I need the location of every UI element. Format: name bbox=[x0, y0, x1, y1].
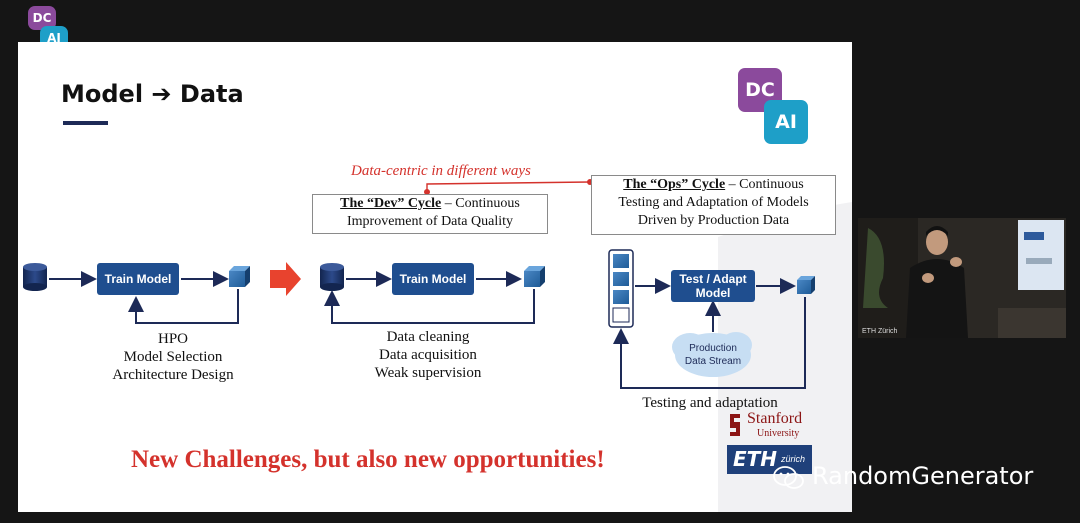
slide-logo-dc-text: DC bbox=[745, 79, 775, 101]
test-adapt-line1: Test / Adapt bbox=[679, 272, 747, 286]
app-logo-ai-text: AI bbox=[47, 31, 61, 45]
dev-cycle-rest: – Continuous bbox=[441, 196, 520, 211]
title-right: Data bbox=[179, 80, 244, 108]
stanford-logo: Stanford University bbox=[726, 410, 816, 442]
challenges-banner: New Challenges, but also new opportuniti… bbox=[131, 446, 605, 473]
dev-cycle-box: The “Dev” Cycle – Continuous Improvement… bbox=[312, 194, 548, 234]
dev-cycle-heading: The “Dev” Cycle bbox=[340, 196, 442, 211]
ops-cycle-line3: Driven by Production Data bbox=[637, 213, 790, 228]
ops-cycle-diagram bbox=[608, 249, 815, 389]
caption-weak-supervision: Weak supervision bbox=[374, 365, 482, 381]
webcam-label: ETH Zürich bbox=[862, 328, 898, 335]
title-left: Model bbox=[61, 80, 144, 108]
stanford-sub: University bbox=[757, 428, 800, 439]
stanford-name: Stanford bbox=[747, 410, 803, 427]
slide-title: Model ➔ Data bbox=[61, 80, 244, 108]
production-cloud-label: Production Data Stream bbox=[673, 342, 753, 368]
presentation-slide: Model ➔ Data DC AI Data-centric in diffe… bbox=[18, 42, 852, 512]
loop-arrow-dev bbox=[324, 289, 535, 324]
caption-hpo: HPO bbox=[157, 331, 188, 347]
webcam-scene bbox=[858, 218, 1066, 338]
caption-data-acquisition: Data acquisition bbox=[379, 347, 477, 363]
slide-logo-dc-tile: DC bbox=[738, 68, 782, 112]
dev-cycle-line1: The “Dev” Cycle – Continuous bbox=[313, 195, 547, 213]
slide-logo-ai-tile: AI bbox=[764, 100, 808, 144]
eth-logo: ETH zürich bbox=[727, 445, 812, 474]
test-adapt-model-box: Test / Adapt Model bbox=[671, 270, 755, 302]
model-cube-icon bbox=[797, 276, 815, 294]
slide-logo-ai-text: AI bbox=[775, 111, 797, 133]
ops-cycle-box: The “Ops” Cycle – Continuous Testing and… bbox=[591, 175, 836, 235]
database-icon bbox=[23, 263, 47, 291]
webcam-feed: ETH Zürich bbox=[858, 218, 1066, 338]
test-adapt-line2: Model bbox=[695, 286, 731, 300]
title-arrow-icon: ➔ bbox=[151, 80, 172, 108]
title-underline bbox=[63, 121, 108, 125]
ops-cycle-line1: The “Ops” Cycle – Continuous bbox=[592, 176, 835, 194]
wechat-icon bbox=[772, 464, 806, 492]
stream-block-icon bbox=[613, 254, 629, 268]
caption-model-selection: Model Selection bbox=[123, 349, 223, 365]
data-centric-note: Data-centric in different ways bbox=[351, 163, 531, 179]
dev-captions: Data cleaning Data acquisition Weak supe… bbox=[348, 328, 508, 382]
model-centric-diagram bbox=[23, 263, 250, 324]
model-centric-captions: HPO Model Selection Architecture Design bbox=[88, 330, 258, 384]
red-connector bbox=[426, 181, 591, 194]
stream-block-icon bbox=[613, 290, 629, 304]
ops-cycle-line2: Testing and Adaptation of Models bbox=[618, 195, 809, 210]
dev-cycle-diagram bbox=[320, 263, 545, 324]
watermark-text: RandomGenerator bbox=[812, 462, 1034, 490]
app-logo-dc-tile: DC bbox=[28, 6, 56, 30]
stream-block-icon bbox=[613, 272, 629, 286]
loop-arrow-ops bbox=[613, 297, 806, 389]
ops-cycle-heading: The “Ops” Cycle bbox=[623, 177, 726, 192]
dev-cycle-line2: Improvement of Data Quality bbox=[346, 214, 513, 229]
app-logo-dc-text: DC bbox=[32, 11, 52, 25]
transition-arrow bbox=[270, 262, 301, 296]
caption-data-cleaning: Data cleaning bbox=[386, 329, 470, 345]
train-model-box-1: Train Model bbox=[97, 263, 179, 295]
loop-arrow-hpo bbox=[128, 289, 239, 324]
cloud-line1: Production bbox=[689, 343, 737, 354]
eth-suffix: zürich bbox=[781, 454, 806, 464]
stream-block-empty-icon bbox=[612, 307, 630, 323]
eth-name: ETH bbox=[733, 447, 778, 471]
database-icon bbox=[320, 263, 344, 291]
slide-logo: DC AI bbox=[738, 68, 812, 144]
model-cube-icon bbox=[229, 266, 250, 287]
stanford-tree-icon bbox=[730, 414, 740, 436]
cloud-line2: Data Stream bbox=[684, 356, 742, 367]
train-model-box-2: Train Model bbox=[392, 263, 474, 295]
caption-architecture-design: Architecture Design bbox=[112, 367, 234, 383]
ops-cycle-rest: – Continuous bbox=[725, 177, 804, 192]
model-cube-icon bbox=[524, 266, 545, 287]
ops-caption: Testing and adaptation bbox=[642, 395, 778, 411]
